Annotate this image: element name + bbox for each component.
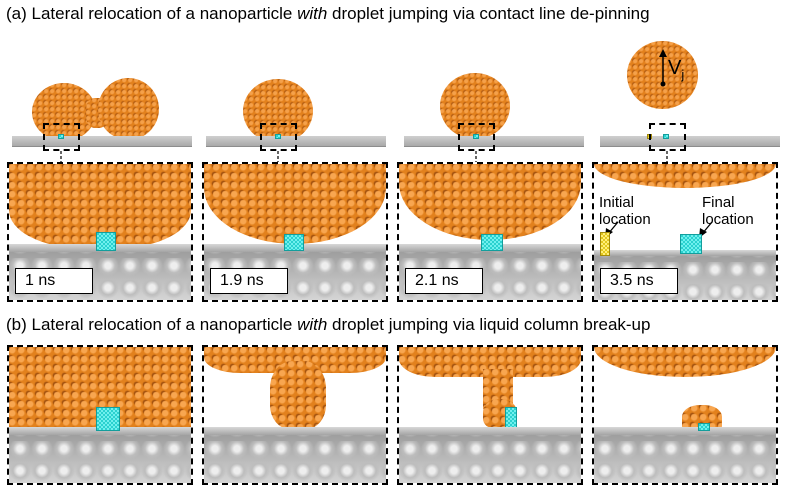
zoom-region-box <box>43 123 80 151</box>
velocity-label: Vj <box>668 58 684 85</box>
velocity-symbol: V <box>668 57 682 79</box>
substrate-plate <box>12 136 192 146</box>
panel-a-caption-prefix: (a) Lateral relocation of a nanoparticle <box>6 4 298 23</box>
droplet <box>243 79 313 143</box>
substrate <box>399 435 581 483</box>
zoom-region-box <box>458 123 495 151</box>
substrate <box>9 435 191 483</box>
nanoparticle-marker <box>58 134 64 139</box>
liquid-column <box>270 361 326 429</box>
nanoparticle-marker <box>473 134 479 139</box>
substrate <box>204 435 386 483</box>
zoom-region-box <box>649 123 686 151</box>
substrate-top <box>9 427 191 435</box>
zoom-panel-2: 1.9 ns <box>202 162 388 302</box>
droplet-left <box>32 83 96 141</box>
droplet-bulk <box>9 347 191 427</box>
panel-b-frame-2 <box>202 345 388 485</box>
panel-b-caption-prefix: (b) Lateral relocation of a nanoparticle <box>6 315 298 334</box>
substrate-top <box>399 427 581 435</box>
substrate-top <box>204 427 386 435</box>
initial-location-label: Initial location <box>599 194 651 228</box>
panel-b-caption: (b) Lateral relocation of a nanoparticle… <box>6 315 650 335</box>
zoom-connector-lines <box>60 151 668 162</box>
panel-b-caption-suffix: droplet jumping via liquid column break-… <box>327 315 651 334</box>
time-label: 1.9 ns <box>210 268 288 294</box>
droplet-bulk-detached <box>594 347 776 377</box>
time-label: 3.5 ns <box>600 268 678 294</box>
time-label: 2.1 ns <box>405 268 483 294</box>
nanoparticle <box>698 423 710 431</box>
zoom-panel-3: 2.1 ns <box>397 162 583 302</box>
panel-a-caption-emphasis: with <box>297 4 328 23</box>
final-location-label: Final location <box>702 194 754 228</box>
zoom-panel-4: Initial location Final location 3.5 ns <box>592 162 778 302</box>
panel-b-frame-3 <box>397 345 583 485</box>
droplet-bulk <box>399 164 581 240</box>
nanoparticle <box>481 234 503 251</box>
panel-a-caption-suffix: droplet jumping via contact line de-pinn… <box>327 4 650 23</box>
panel-b-frame-1 <box>7 345 193 485</box>
substrate-plate <box>600 136 780 146</box>
droplet-right <box>98 78 159 140</box>
velocity-subscript: j <box>681 67 685 82</box>
substrate <box>594 435 776 483</box>
zoom-region-box <box>260 123 297 151</box>
droplet-bulk <box>204 164 386 244</box>
nanoparticle-marker <box>275 134 281 139</box>
velocity-arrow-icon <box>659 49 667 87</box>
time-label: 1 ns <box>15 268 93 294</box>
nanoparticle <box>96 407 120 431</box>
panel-b-frame-4 <box>592 345 778 485</box>
panel-b-caption-emphasis: with <box>297 315 328 334</box>
zoom-panel-1: 1 ns <box>7 162 193 302</box>
nanoparticle <box>284 234 304 251</box>
nanoparticle <box>96 232 116 251</box>
substrate-top <box>594 427 776 435</box>
initial-nanoparticle <box>600 232 610 256</box>
droplet <box>440 73 510 139</box>
nanoparticle-marker <box>663 134 669 139</box>
panel-a-caption: (a) Lateral relocation of a nanoparticle… <box>6 4 650 24</box>
nanoparticle <box>680 234 702 254</box>
